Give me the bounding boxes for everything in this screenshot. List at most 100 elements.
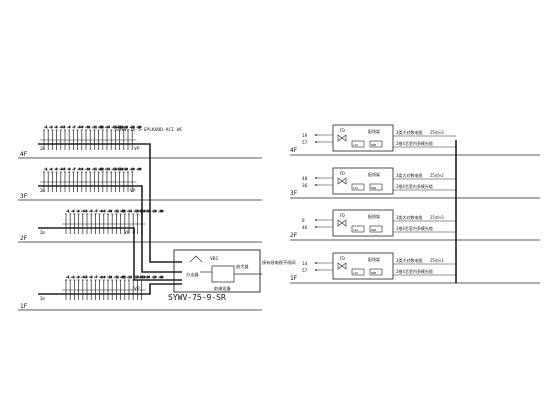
tap-number-label: -9 -10 -11 -12 bbox=[102, 275, 126, 279]
fd-tag: FD bbox=[340, 256, 345, 261]
lead-node bbox=[315, 177, 317, 179]
catv-labels: 4F 3F 2F 1F SYWV-75-5-SPLKOOD-ACI WC VP … bbox=[20, 127, 296, 310]
hub-module bbox=[369, 225, 383, 233]
fd-tag: FD bbox=[340, 171, 345, 176]
splitter-symbol bbox=[189, 255, 203, 263]
right-floor-label-1f: 1F bbox=[290, 275, 298, 282]
tap-number-label: -1 -2 -3 -4 bbox=[44, 167, 63, 171]
tap-number-label: -13 -14 -15 -16 bbox=[98, 167, 124, 171]
distribution-frame bbox=[332, 124, 394, 152]
hub-module bbox=[369, 140, 383, 148]
pair-count-bottom: 36 bbox=[302, 183, 308, 189]
frame-label: 配线架 bbox=[368, 256, 380, 262]
hub-module bbox=[369, 183, 383, 191]
tap-number-label: -5 -6 -7 -8 bbox=[62, 125, 81, 129]
junction-label-4: 2m bbox=[40, 296, 45, 301]
liu-tag: LIU bbox=[353, 186, 358, 190]
fiber-cable-label: 2根4芯室内多模光缆 bbox=[396, 225, 433, 231]
hub-tag: HUB bbox=[371, 143, 376, 147]
tap-number-label: -13 -14 -15 -16 bbox=[120, 275, 146, 279]
pair-count-top: 14 bbox=[302, 261, 308, 267]
tap-number-label: -5 -6 -7 -8 bbox=[84, 209, 103, 213]
junction-label-2: 2m bbox=[40, 188, 45, 193]
fd-tag: FD bbox=[340, 128, 345, 133]
tap-number-label: -1 -2 -3 -4 bbox=[44, 125, 63, 129]
liu-tag: LIU bbox=[353, 228, 358, 232]
copper-cable-label: 3类大对数电缆 bbox=[396, 129, 422, 135]
tap-number-label: -9 -10 -11 -12 bbox=[80, 167, 104, 171]
hub-tag: HUB bbox=[371, 228, 376, 232]
connector-symbol bbox=[337, 134, 347, 142]
pair-count-bottom: 57 bbox=[302, 268, 308, 274]
distribution-frame bbox=[332, 209, 394, 237]
patch-module bbox=[351, 268, 365, 276]
floor-label-3f: 3F bbox=[20, 193, 28, 200]
amplifier-block bbox=[211, 265, 235, 283]
connector-symbol bbox=[337, 262, 347, 270]
vp-label-3: VP bbox=[124, 230, 130, 236]
frame-label: 配线架 bbox=[368, 171, 380, 177]
pair-count-top: 19 bbox=[302, 133, 308, 139]
patch-module bbox=[351, 183, 365, 191]
headend-note: 前端设备 bbox=[214, 285, 232, 292]
connector-symbol bbox=[337, 219, 347, 227]
fiber-cable-label: 2根4芯室内多模光缆 bbox=[396, 268, 433, 274]
headend-box bbox=[173, 249, 261, 293]
tap-number-label: -1 -2 -3 -4 bbox=[66, 209, 85, 213]
tap-number-label: -17 -18 -19 -20 bbox=[116, 125, 142, 129]
tap-number-label: -17 -18 -19 -20 bbox=[138, 209, 164, 213]
tap-number-label: -9 -10 -11 -12 bbox=[80, 125, 104, 129]
copper-cable-spec: 25对×1 bbox=[430, 257, 444, 263]
tap-number-label: -17 -18 -19 -20 bbox=[116, 167, 142, 171]
pair-count-bottom: 57 bbox=[302, 140, 308, 146]
vp-label-1: VP bbox=[134, 146, 140, 152]
copper-cable-spec: 25对×3 bbox=[430, 129, 444, 135]
fd-tag: FD bbox=[340, 213, 345, 218]
riser-trunk-3 bbox=[38, 227, 182, 281]
fiber-cable-label: 2根4芯室内多模光缆 bbox=[396, 183, 433, 189]
copper-cable-label: 3类大对数电缆 bbox=[396, 172, 422, 178]
copper-cable-label: 3类大对数电缆 bbox=[396, 214, 422, 220]
lead-node bbox=[315, 134, 317, 136]
distribution-frame bbox=[332, 167, 394, 195]
lead-node bbox=[315, 262, 317, 264]
riser-trunk-2 bbox=[38, 185, 182, 273]
catv-riser-diagram: -1 -2 -3 -4-5 -6 -7 -8-9 -10 -11 -12-13 … bbox=[18, 125, 262, 311]
copper-cable-label: 3类大对数电缆 bbox=[396, 257, 422, 263]
frame-label: 配线架 bbox=[368, 128, 380, 134]
fiber-cable-label: 2根4芯室内多模光缆 bbox=[396, 140, 433, 146]
vp-label-4: VP bbox=[134, 286, 140, 292]
lead-node bbox=[315, 219, 317, 221]
pair-count-top: 8 bbox=[302, 218, 305, 224]
tap-number-label: -13 -14 -15 -16 bbox=[120, 209, 146, 213]
patch-module bbox=[351, 140, 365, 148]
tap-number-label: -1 -2 -3 -4 bbox=[66, 275, 85, 279]
box-top-label: VB1 bbox=[210, 256, 219, 262]
vp-label-2: VP bbox=[130, 188, 136, 194]
right-floor-labels: 4F 3F 2F 1F bbox=[290, 147, 298, 282]
tap-number-label: -5 -6 -7 -8 bbox=[62, 167, 81, 171]
hub-tag: HUB bbox=[371, 271, 376, 275]
pair-count-top: 40 bbox=[302, 176, 308, 182]
tap-number-label: -9 -10 -11 -12 bbox=[102, 209, 126, 213]
junction-label-1: 2m bbox=[40, 146, 45, 151]
right-floor-label-3f: 3F bbox=[290, 190, 298, 197]
tap-rows: -1 -2 -3 -4-5 -6 -7 -8-9 -10 -11 -12-13 … bbox=[40, 125, 164, 300]
hub-module bbox=[369, 268, 383, 276]
right-floor-label-2f: 2F bbox=[290, 232, 298, 239]
lead-node bbox=[315, 226, 317, 228]
floor-label-4f: 4F bbox=[20, 151, 28, 158]
pair-count-bottom: 46 bbox=[302, 225, 308, 231]
junction-label-3: 2m bbox=[40, 230, 45, 235]
frame-label: 配线架 bbox=[368, 213, 380, 219]
trunk-side-label: 接有线电视干线网 bbox=[262, 259, 296, 266]
cable-spec-top: SYWV-75-5-SPLKOOD-ACI WC bbox=[116, 127, 183, 133]
headend-cable-spec: SYWV-75-9-SR bbox=[168, 293, 226, 302]
hub-tag: HUB bbox=[371, 186, 376, 190]
tap-number-label: -13 -14 -15 -16 bbox=[98, 125, 124, 129]
